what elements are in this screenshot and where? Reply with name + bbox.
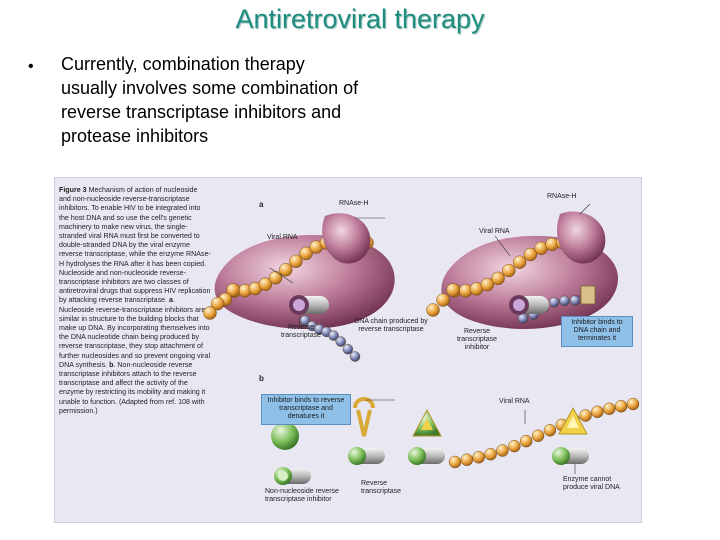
rna-bead [258, 277, 273, 291]
rna-bead [226, 283, 240, 297]
rna-bead [480, 277, 495, 292]
caption-a-label: a [169, 296, 173, 305]
label-rnase-h-left: RNAse-H [339, 200, 369, 207]
rna-bead [436, 293, 450, 307]
dna-chain-a-left [299, 315, 361, 362]
rna-bead [448, 455, 462, 469]
mechanism-figure: Figure 3 Mechanism of action of nucleosi… [54, 177, 642, 523]
rna-bead [531, 429, 545, 442]
rna-bead [591, 405, 604, 418]
label-rt-a-left: Reverse transcriptase [280, 324, 322, 339]
dna-bead [342, 343, 354, 355]
rna-chain-b [448, 397, 640, 469]
rna-bead [491, 271, 505, 286]
label-viral-rna-a-left: Viral RNA [267, 234, 298, 241]
bullet-marker: • [28, 58, 34, 75]
caption-text: Mechanism of action of nucleoside and no… [59, 186, 211, 305]
rna-bead [472, 451, 485, 464]
rna-bead [512, 255, 527, 269]
rnase-h-a-right [556, 211, 606, 264]
dna-bead [517, 313, 529, 324]
dna-bead [549, 297, 560, 308]
rna-bead [426, 303, 440, 317]
rna-chain-a-left [203, 234, 374, 320]
caption-a-text: Nucleoside reverse-transcriptase inhibit… [59, 305, 211, 369]
rna-bead [496, 444, 509, 457]
label-viral-rna-b: Viral RNA [499, 398, 530, 405]
rt-open-b [353, 397, 375, 437]
panel-b-letter: b [259, 374, 264, 383]
rna-bead [508, 439, 521, 453]
mechanism-illustration [203, 203, 640, 485]
rna-bead [203, 306, 217, 320]
label-viral-rna-a-right: Viral RNA [479, 228, 510, 235]
slide-title: Antiretroviral therapy [235, 4, 485, 34]
rna-bead [289, 254, 303, 268]
panel-a-letter: a [259, 200, 264, 209]
label-enzyme-cannot: Enzyme cannot produce viral DNA [563, 476, 620, 491]
rna-bead [603, 402, 616, 415]
caption-b-label: b [109, 360, 114, 369]
rna-bead [520, 434, 533, 448]
dna-bead [299, 315, 311, 326]
dna-bead [349, 351, 361, 362]
nrti-block [580, 285, 596, 305]
rna-bead [268, 271, 283, 285]
callout-inhibitor-binds-rt: Inhibitor binds to reverse transcriptase… [261, 394, 351, 425]
label-rt-b: Reverse transcriptase [361, 480, 402, 495]
rna-bead [614, 400, 628, 413]
callout-inhibitor-binds-dna: Inhibitor binds to DNA chain and termina… [561, 316, 633, 347]
label-rnase-h-right: RNAse-H [547, 193, 577, 200]
dna-bead [328, 330, 339, 341]
rna-bead [543, 424, 557, 437]
rna-bead [210, 296, 225, 311]
rna-bead [523, 247, 538, 262]
bullet-text: Currently, combination therapy usually i… [61, 54, 359, 146]
rna-bead [579, 409, 592, 422]
rna-bead [626, 397, 640, 411]
dna-bead [569, 295, 581, 306]
rna-bead [484, 448, 497, 461]
label-dna-chain: DNA chain produced by reverse transcript… [354, 318, 428, 333]
dna-bead [559, 295, 570, 307]
figure-caption: Figure 3 Mechanism of action of nucleosi… [59, 186, 211, 415]
rna-bead [279, 263, 293, 277]
rna-bead [446, 283, 460, 297]
rna-bead [299, 246, 313, 261]
dna-bead [335, 336, 346, 347]
caption-b-text: Non-nucleoside reverse transcriptase inh… [59, 360, 206, 415]
nnrti-sphere-free [271, 422, 299, 450]
caption-label: Figure 3 [59, 186, 87, 194]
rnase-h-a-left [322, 213, 371, 264]
rna-bead [460, 453, 474, 466]
label-nnrti: Non-nucleoside reverse transcriptase inh… [265, 488, 339, 503]
label-rt-inhibitor: Reverse transcriptase inhibitor [456, 328, 498, 351]
rna-bead [502, 263, 516, 278]
